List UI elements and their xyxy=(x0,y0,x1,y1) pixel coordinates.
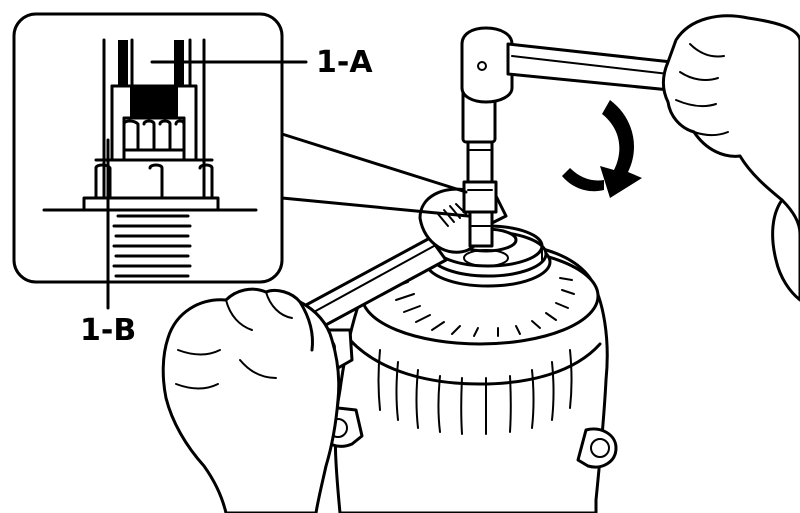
inset-leader-upper xyxy=(280,132,468,194)
housing-ribs xyxy=(377,349,573,435)
socket-extension xyxy=(461,68,498,248)
inset-detail xyxy=(12,12,470,310)
left-hand-palm xyxy=(161,287,341,513)
left-hand xyxy=(161,287,341,513)
callout-label-a: 1-A xyxy=(316,45,373,80)
inset-frame xyxy=(12,12,284,284)
ratchet-head xyxy=(460,26,514,104)
inset-leader-lower xyxy=(280,196,470,218)
callout-label-b: 1-B xyxy=(80,313,136,348)
mount-ear-right xyxy=(576,427,618,469)
ratchet-handle xyxy=(460,26,692,104)
right-hand xyxy=(662,14,800,302)
housing-band xyxy=(348,338,602,386)
right-hand-palm xyxy=(662,14,800,302)
rotation-arrow-icon xyxy=(600,100,642,198)
